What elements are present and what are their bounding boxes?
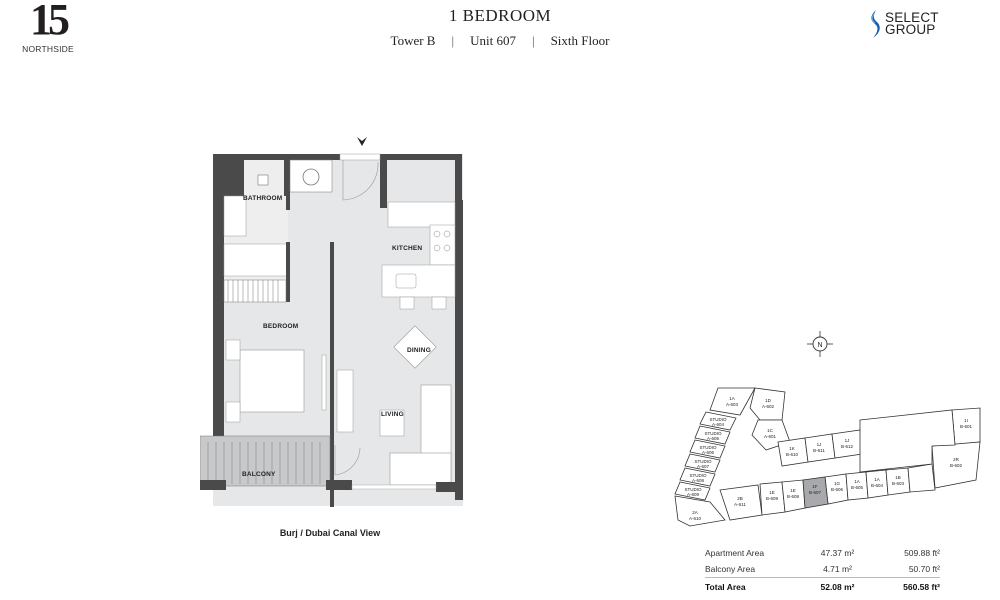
logo-name: NORTHSIDE (22, 44, 74, 54)
svg-text:A-603: A-603 (726, 402, 739, 407)
separator: | (531, 33, 535, 48)
brand-line-1: SELECT (885, 10, 939, 25)
area-row-balcony: Balcony Area 4.71 m² 50.70 ft² (705, 561, 940, 577)
svg-text:B-605: B-605 (851, 485, 864, 490)
svg-text:2R: 2R (953, 457, 960, 462)
svg-text:STUDIO: STUDIO (709, 417, 727, 422)
svg-text:A-607: A-607 (697, 464, 710, 469)
svg-text:A-601: A-601 (764, 434, 777, 439)
svg-text:A-602: A-602 (762, 404, 775, 409)
svg-text:A-606: A-606 (702, 450, 715, 455)
logo-number: 15 (30, 0, 70, 44)
floor-label: Sixth Floor (550, 33, 610, 48)
svg-text:STUDIO: STUDIO (689, 473, 707, 478)
separator: | (451, 33, 455, 48)
svg-text:1J: 1J (817, 442, 822, 447)
area-row-apartment: Apartment Area 47.37 m² 509.88 ft² (705, 545, 940, 561)
svg-text:B-601: B-601 (960, 424, 973, 429)
svg-text:1J: 1J (845, 438, 850, 443)
svg-text:A-605: A-605 (707, 436, 720, 441)
project-logo: 15 NORTHSIDE (18, 0, 78, 60)
svg-text:STUDIO: STUDIO (699, 445, 717, 450)
svg-text:B-609: B-609 (766, 496, 779, 501)
view-caption: Burj / Dubai Canal View (279, 528, 381, 538)
svg-text:2A: 2A (692, 510, 698, 515)
svg-text:B-612: B-612 (841, 444, 854, 449)
svg-text:STUDIO: STUDIO (684, 487, 702, 492)
total-sqft: 560.58 ft² (903, 582, 940, 592)
area-sqft: 509.88 ft² (904, 548, 940, 558)
area-sqft: 50.70 ft² (908, 564, 940, 574)
developer-logo: SELECT GROUP (868, 10, 939, 38)
floor-plan: BATHROOM KITCHEN BEDROOM DINING LIVING B… (199, 130, 480, 550)
area-sqm: 47.37 m² (820, 548, 855, 558)
svg-text:1E: 1E (790, 488, 796, 493)
tower-label: Tower B (390, 33, 436, 48)
svg-text:B-608: B-608 (787, 494, 800, 499)
svg-text:STUDIO: STUDIO (704, 431, 722, 436)
svg-text:A-610: A-610 (689, 516, 702, 521)
compass-icon: N (806, 330, 834, 358)
svg-text:STUDIO: STUDIO (694, 459, 712, 464)
unit-subtitle: Tower B | Unit 607 | Sixth Floor (380, 33, 620, 49)
floor-plan-drawing (199, 137, 463, 507)
flame-icon (871, 10, 880, 38)
area-row-total: Total Area 52.08 m² 560.58 ft² (705, 577, 940, 596)
total-label: Total Area (705, 582, 746, 592)
svg-text:B-604: B-604 (871, 483, 884, 488)
svg-text:1F: 1F (812, 484, 818, 489)
svg-text:A-608: A-608 (692, 478, 705, 483)
unit-type-title: 1 BEDROOM (448, 6, 552, 25)
area-sqm: 4.71 m² (823, 564, 852, 574)
svg-text:1B: 1B (895, 475, 901, 480)
svg-text:2B: 2B (737, 496, 743, 501)
room-label-dining: DINING (407, 347, 431, 354)
area-label: Apartment Area (705, 548, 765, 558)
svg-text:1C: 1C (767, 428, 774, 433)
svg-text:B-602: B-602 (950, 463, 963, 468)
svg-text:A-611: A-611 (734, 502, 746, 507)
svg-text:B-610: B-610 (786, 452, 799, 457)
svg-text:1D: 1D (765, 398, 772, 403)
area-label: Balcony Area (705, 564, 756, 574)
svg-text:B-611: B-611 (813, 448, 825, 453)
unit-header: 1 BEDROOM Tower B | Unit 607 | Sixth Flo… (380, 6, 620, 49)
svg-text:1I: 1I (964, 418, 968, 423)
highlighted-unit (802, 476, 829, 509)
svg-text:1G: 1G (834, 481, 841, 486)
svg-text:1A: 1A (854, 479, 860, 484)
room-label-bedroom: BEDROOM (263, 323, 299, 330)
room-label-living: LIVING (381, 411, 404, 418)
unit-number: Unit 607 (470, 33, 516, 48)
svg-text:A-609: A-609 (687, 492, 700, 497)
svg-text:1E: 1E (769, 490, 775, 495)
svg-text:1A: 1A (729, 396, 735, 401)
entrance-arrow-icon (357, 137, 367, 146)
area-table: Apartment Area 47.37 m² 509.88 ft² Balco… (705, 545, 940, 596)
svg-text:B-607: B-607 (809, 490, 822, 495)
room-label-balcony: BALCONY (242, 471, 276, 478)
svg-text:1K: 1K (789, 446, 795, 451)
svg-text:A-604: A-604 (712, 422, 725, 427)
brand-line-2: GROUP (885, 22, 936, 37)
total-sqm: 52.08 m² (820, 582, 855, 592)
svg-text:1A: 1A (874, 477, 880, 482)
room-label-bathroom: BATHROOM (243, 195, 283, 202)
room-label-kitchen: KITCHEN (392, 245, 423, 252)
svg-text:B-603: B-603 (892, 481, 905, 486)
svg-text:B-606: B-606 (831, 487, 844, 492)
svg-text:N: N (817, 342, 822, 349)
